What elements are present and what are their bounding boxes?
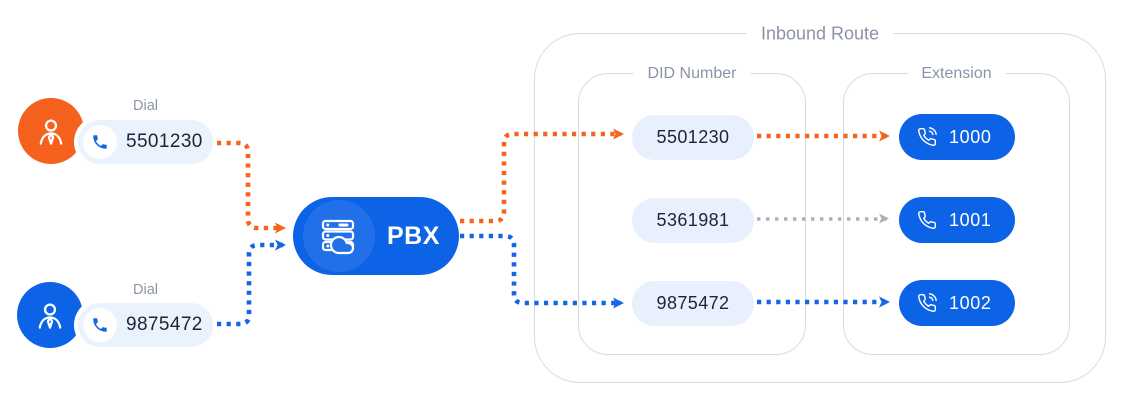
extension-number: 1002	[949, 292, 992, 313]
cloud-server-icon	[321, 219, 355, 255]
extension-pill-1000: 1000	[899, 114, 1015, 160]
did-pill-5361981: 5361981	[632, 198, 754, 243]
extension-panel: Extension 1000 1001 1002	[843, 65, 1070, 355]
did-pill-5501230: 5501230	[632, 115, 754, 160]
extension-pill-1001: 1001	[899, 197, 1015, 243]
phone-icon	[918, 210, 937, 229]
phone-bubble	[83, 125, 117, 159]
phone-ring-icon	[918, 293, 937, 312]
pbx-icon-circle	[303, 200, 375, 272]
phone-ring-icon	[918, 127, 937, 146]
inbound-route-title: Inbound Route	[746, 23, 894, 45]
pbx-node: PBX	[293, 197, 459, 275]
phone-icon	[93, 135, 107, 149]
person-icon	[38, 303, 62, 329]
extension-pill-1002: 1002	[899, 280, 1015, 326]
caller2-number-pill: 9875472	[78, 303, 213, 347]
did-number-panel: DID Number 5501230 5361981 9875472	[578, 65, 806, 355]
person-icon	[39, 119, 63, 145]
caller1-number: 5501230	[126, 131, 203, 152]
dial-label: Dial	[133, 282, 158, 298]
extension-number: 1000	[949, 126, 992, 147]
did-panel-title: DID Number	[633, 65, 751, 83]
extension-panel-title: Extension	[907, 65, 1006, 83]
flow-caller2-to-pbx	[217, 239, 286, 327]
did-pill-9875472: 9875472	[632, 281, 754, 326]
caller1-number-pill: 5501230	[78, 120, 213, 164]
pbx-label: PBX	[387, 221, 440, 250]
caller2-avatar	[17, 282, 83, 348]
caller1-avatar	[18, 98, 84, 164]
phone-icon	[93, 318, 107, 332]
dial-label: Dial	[133, 98, 158, 114]
flow-caller1-to-pbx	[217, 140, 286, 234]
extension-number: 1001	[949, 209, 992, 230]
caller2-number: 9875472	[126, 314, 203, 335]
phone-bubble	[83, 308, 117, 342]
